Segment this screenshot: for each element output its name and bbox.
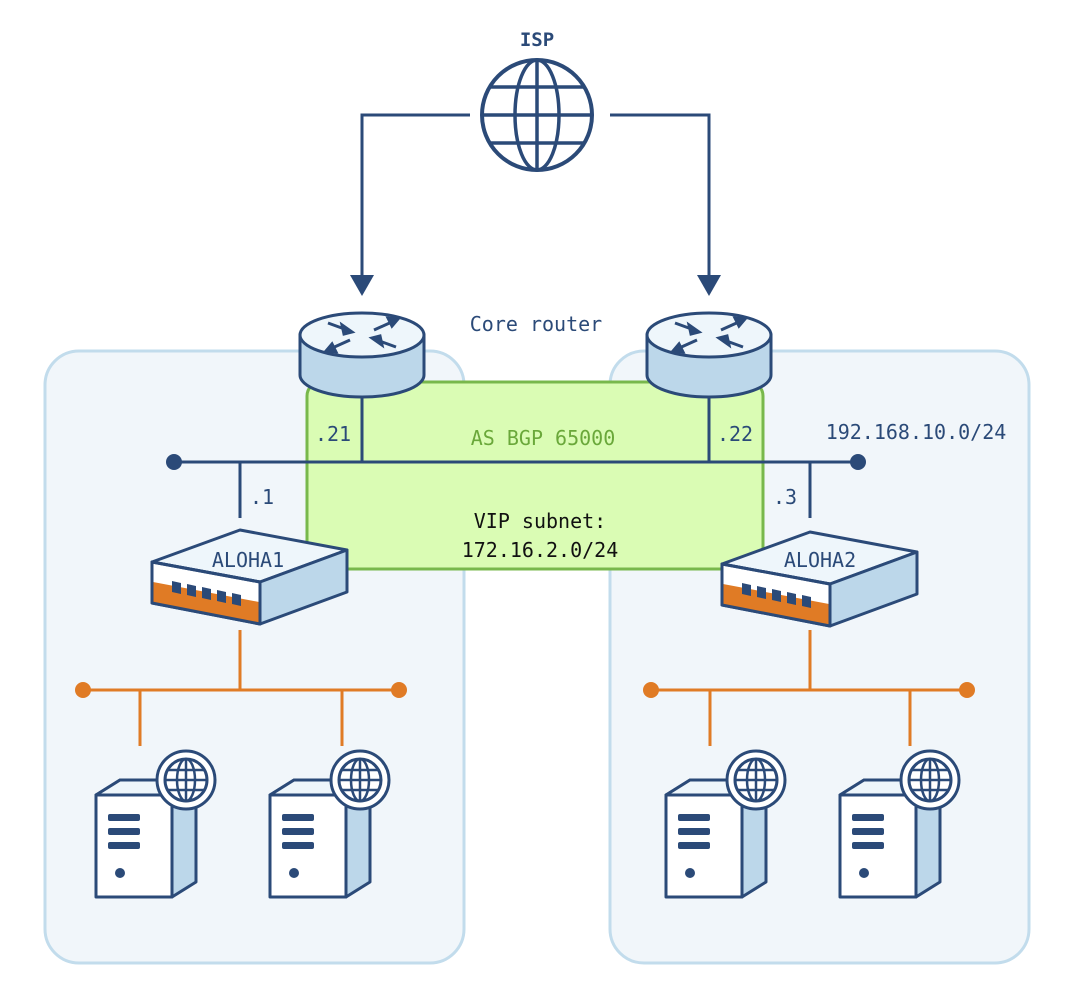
load-balancer-icon [150,528,349,626]
bus-endpoint-left [166,454,182,470]
router2-ip-label: .22 [717,422,753,446]
globe-icon [480,58,594,172]
backend-bus-left [83,630,399,746]
arrow-to-router2 [697,275,721,296]
lan-bus [174,398,858,518]
backend-endpoint [959,682,975,698]
isp-label: ISP [520,29,554,51]
arrow-to-router1 [350,275,374,296]
bgp-vip-box [305,380,765,571]
aloha1-ip-label: .1 [250,485,274,509]
bus-endpoint-right [850,454,866,470]
backend-bus-right [651,630,967,746]
load-balancer-icon [720,530,919,628]
isp-links [360,113,711,280]
backend-endpoint [75,682,91,698]
backend-endpoint [643,682,659,698]
lan-subnet-label: 192.168.10.0/24 [826,420,1007,444]
vip-subnet-value: 172.16.2.0/24 [462,538,619,562]
aloha2-label: ALOHA2 [784,548,856,572]
aloha1-label: ALOHA1 [212,548,284,572]
backend-endpoint [391,682,407,698]
router-icon [298,311,426,399]
aloha2-ip-label: .3 [773,485,797,509]
router1-ip-label: .21 [315,422,351,446]
vip-subnet-label: VIP subnet: [474,509,606,533]
router-icon [645,311,773,399]
core-router-label: Core router [470,312,602,336]
as-bgp-label: AS BGP 65000 [471,426,616,450]
